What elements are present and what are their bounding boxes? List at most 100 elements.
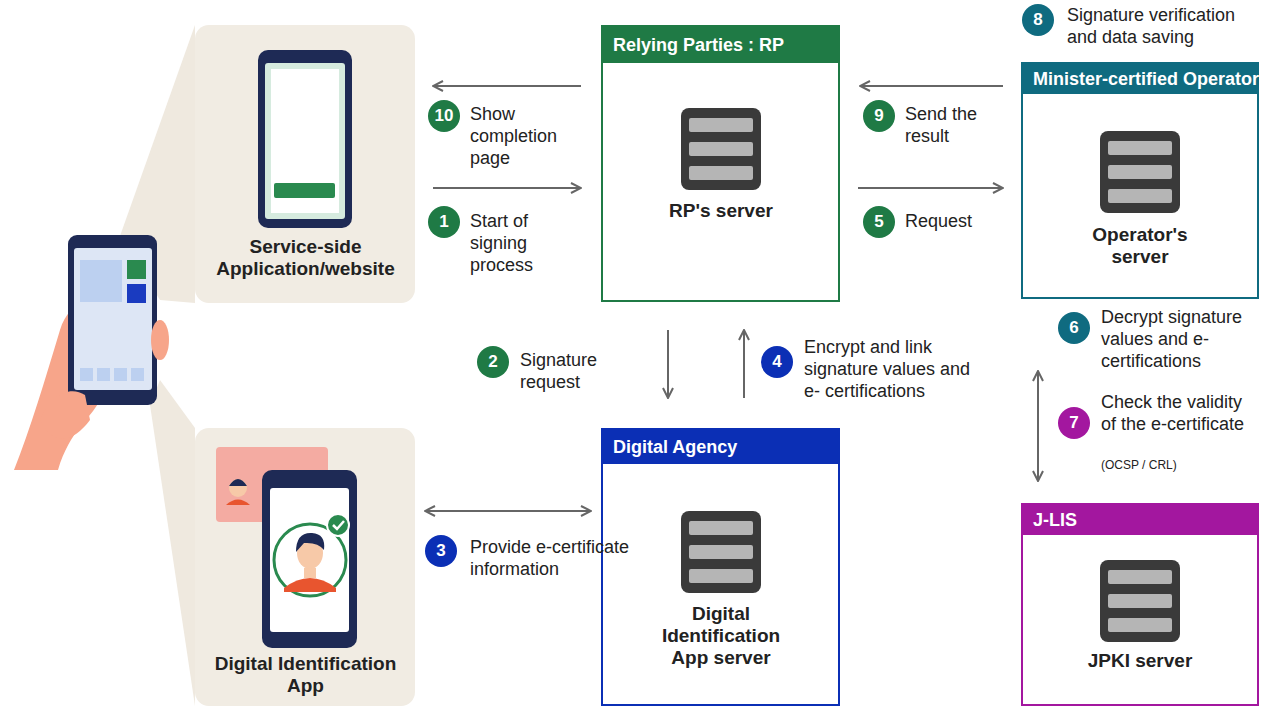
- callout-number: 8: [1022, 4, 1054, 36]
- focus-wedge: [150, 380, 195, 706]
- check-mark: [333, 521, 344, 529]
- box-header: J-LIS: [1023, 505, 1257, 535]
- callout-text: 9: [874, 106, 883, 125]
- box-header: Digital Agency: [603, 430, 838, 464]
- phone-body: [258, 50, 352, 228]
- avatar-face: [297, 537, 323, 569]
- box-label: Digital Identification App server: [651, 603, 791, 669]
- screen-tile: [97, 368, 110, 381]
- flow-arrow: [1037, 371, 1039, 481]
- callout-text: 5: [874, 212, 883, 231]
- edge-label: Encrypt and link signature values and e-…: [804, 336, 984, 402]
- screen-tile: [80, 368, 93, 381]
- callout-number: 2: [477, 346, 509, 378]
- callout-text: 3: [436, 541, 445, 560]
- flow-arrow: [667, 330, 669, 398]
- server-bay: [1108, 618, 1172, 632]
- step-note: Decrypt signature values and e-certifica…: [1101, 306, 1266, 372]
- edge-label: Start of signing process: [470, 210, 580, 276]
- callout-number: 1: [428, 206, 460, 238]
- server-icon: [681, 511, 761, 593]
- edge-label: Signature request: [520, 349, 630, 393]
- screen-page: [271, 69, 339, 213]
- box-label: RP's server: [621, 200, 821, 222]
- box-label: JPKI server: [1050, 650, 1230, 672]
- avatar-neck: [304, 568, 316, 578]
- phone-screen: [74, 248, 152, 390]
- server-icon: [681, 108, 761, 190]
- edge-label: Check the validity of the e-certificate: [1101, 391, 1251, 435]
- callout-text: 7: [1069, 413, 1078, 432]
- note-label: (OCSP / CRL): [1101, 458, 1221, 472]
- callout-number: 5: [863, 206, 895, 238]
- server-bay: [1108, 570, 1172, 584]
- server-bay: [689, 118, 753, 132]
- box-label: Digital Identification App: [203, 653, 408, 697]
- screen-tile: [114, 368, 127, 381]
- screen-tile: [80, 260, 122, 302]
- callout-number: 7: [1058, 407, 1090, 439]
- check-badge: [327, 514, 349, 536]
- hand-shape: [14, 304, 100, 470]
- callout-number: 4: [761, 346, 793, 378]
- callout-text: 2: [488, 352, 497, 371]
- hand-thumb: [151, 320, 169, 360]
- edge-label: Send the result: [905, 103, 1005, 147]
- callout-text: 8: [1033, 10, 1042, 29]
- server-bay: [689, 142, 753, 156]
- server-body: [681, 108, 761, 190]
- phone-screen: [265, 63, 345, 219]
- screen-tile: [127, 260, 146, 279]
- edge-label: Request: [905, 210, 1005, 232]
- callout-number: 3: [425, 535, 457, 567]
- screen-tile: [127, 284, 146, 303]
- server-body: [681, 511, 761, 593]
- phone-screen: [270, 488, 349, 632]
- server-bay: [1108, 165, 1172, 179]
- flow-arrow: [425, 510, 591, 512]
- app-panel: Digital Identification App: [195, 428, 415, 706]
- avatar-body: [284, 578, 336, 592]
- flow-arrow: [860, 85, 1003, 87]
- system-box: J-LIS JPKI server: [1021, 503, 1259, 706]
- screen-tile: [131, 368, 144, 381]
- callout-text: 4: [772, 352, 781, 371]
- server-bay: [1108, 141, 1172, 155]
- callout-text: 6: [1069, 318, 1078, 337]
- callout-number: 10: [428, 100, 460, 132]
- avatar-hair: [296, 533, 324, 552]
- callout-text: 1: [439, 212, 448, 231]
- flow-arrow: [433, 187, 581, 189]
- card-face: [229, 479, 247, 497]
- server-icon: [1100, 131, 1180, 213]
- flow-arrow: [858, 187, 1003, 189]
- callout-text: 10: [435, 106, 454, 125]
- server-bay: [689, 545, 753, 559]
- server-icon: [1100, 560, 1180, 642]
- card-hair: [229, 479, 247, 486]
- hand-fingers: [40, 391, 90, 439]
- server-bay: [689, 569, 753, 583]
- callout-number: 6: [1058, 312, 1090, 344]
- step-note: Signature verification and data saving: [1067, 4, 1267, 48]
- system-box: Digital AgencyDigital Identification App…: [601, 428, 840, 706]
- edge-label: Show completion page: [470, 103, 590, 169]
- flow-arrow: [433, 85, 581, 87]
- phone-body: [68, 235, 157, 405]
- system-box: Minister-certified OperatorOperator's se…: [1021, 62, 1259, 299]
- server-bay: [1108, 189, 1172, 203]
- id-card: [216, 447, 328, 522]
- server-bay: [689, 166, 753, 180]
- server-body: [1100, 560, 1180, 642]
- focus-wedge: [120, 25, 195, 303]
- avatar-ring: [274, 524, 346, 596]
- box-label: Operator's server: [1070, 224, 1210, 268]
- box-header: Relying Parties : RP: [603, 27, 838, 63]
- server-body: [1100, 131, 1180, 213]
- system-box: Relying Parties : RP RP's server: [601, 25, 840, 302]
- box-header: Minister-certified Operator: [1023, 64, 1257, 94]
- card-body: [226, 500, 250, 506]
